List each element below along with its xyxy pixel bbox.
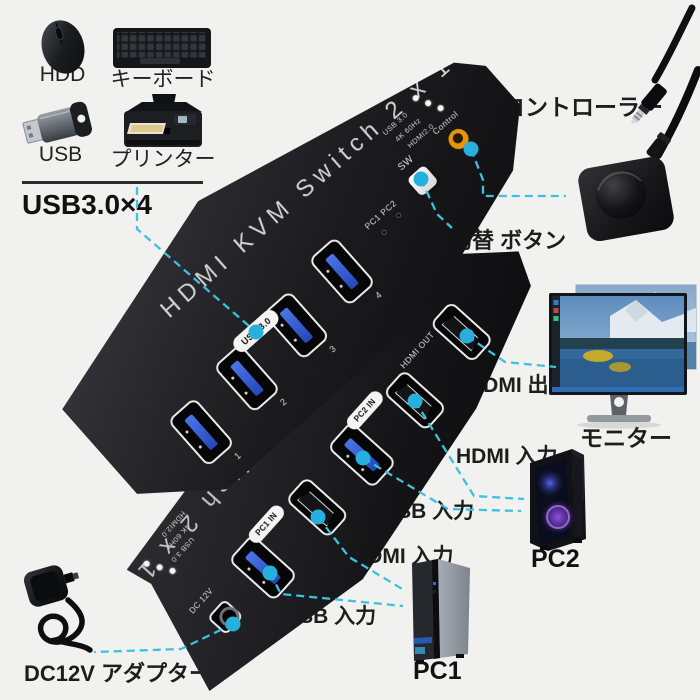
controller-remote (578, 4, 700, 242)
audio-jack-plug (631, 83, 667, 124)
dc-power-port (207, 599, 244, 636)
adapter-cable (37, 597, 93, 653)
led-dot-2 (424, 99, 432, 107)
hdmi-output-callout: HDMI 出力 (468, 374, 570, 397)
pc1-in-hdmi-port (285, 476, 350, 539)
monitor (549, 284, 697, 429)
pc2-tower (530, 449, 586, 551)
printer-label: プリンター (110, 148, 216, 171)
usb-port-1 (167, 397, 235, 467)
usb-drive-icon (22, 101, 92, 144)
pc-led-label: PC1 PC2 (362, 198, 399, 232)
keyboard-icon (113, 28, 211, 68)
usb-port-3-number: 3 (327, 343, 338, 355)
pc1-tower (412, 559, 470, 664)
pc1-led-hole (381, 229, 388, 236)
usb-drive-label: USB (38, 143, 83, 166)
pc2-usb-port (327, 421, 397, 489)
keyboard-label: キーボード (110, 68, 216, 91)
monitor-callout: モニター (580, 425, 672, 451)
controller-cable (651, 4, 696, 84)
pc2-led-hole (395, 212, 402, 219)
pc2-in-hdmi-port (383, 369, 448, 432)
usb-port-4-number: 4 (373, 289, 384, 301)
controller-button[interactable] (592, 165, 650, 223)
cable-strain-relief (646, 132, 671, 159)
pc1-in-tag: PC1 IN (246, 502, 287, 545)
usb-port-4 (308, 236, 376, 306)
usb3-tag: USB 3.0 (230, 307, 282, 356)
usb-port-2 (213, 343, 281, 413)
monitor-screen (549, 293, 687, 395)
power-adapter-icon (23, 565, 93, 653)
led-dot-3 (436, 104, 444, 112)
dc-adapter-callout: DC12V アダプター (24, 661, 212, 686)
pc2-name-label: PC2 (531, 545, 580, 573)
usb-port-2-number: 2 (278, 396, 289, 408)
pc2-in-tag: PC2 IN (344, 388, 386, 432)
usb3-group-label: USB3.0×4 (22, 189, 152, 220)
control-jack-port[interactable] (444, 125, 472, 153)
usb-port-1-number: 1 (232, 450, 243, 462)
divider-line (22, 181, 203, 184)
bottom-led-dot-3 (168, 567, 176, 575)
sw-switch-button[interactable] (406, 165, 438, 197)
hdmi-out-port (429, 301, 494, 364)
pc1-usb-port (228, 533, 298, 601)
monitor-stand (577, 395, 661, 429)
mouse-icon (41, 20, 85, 74)
printer-icon (124, 94, 202, 147)
